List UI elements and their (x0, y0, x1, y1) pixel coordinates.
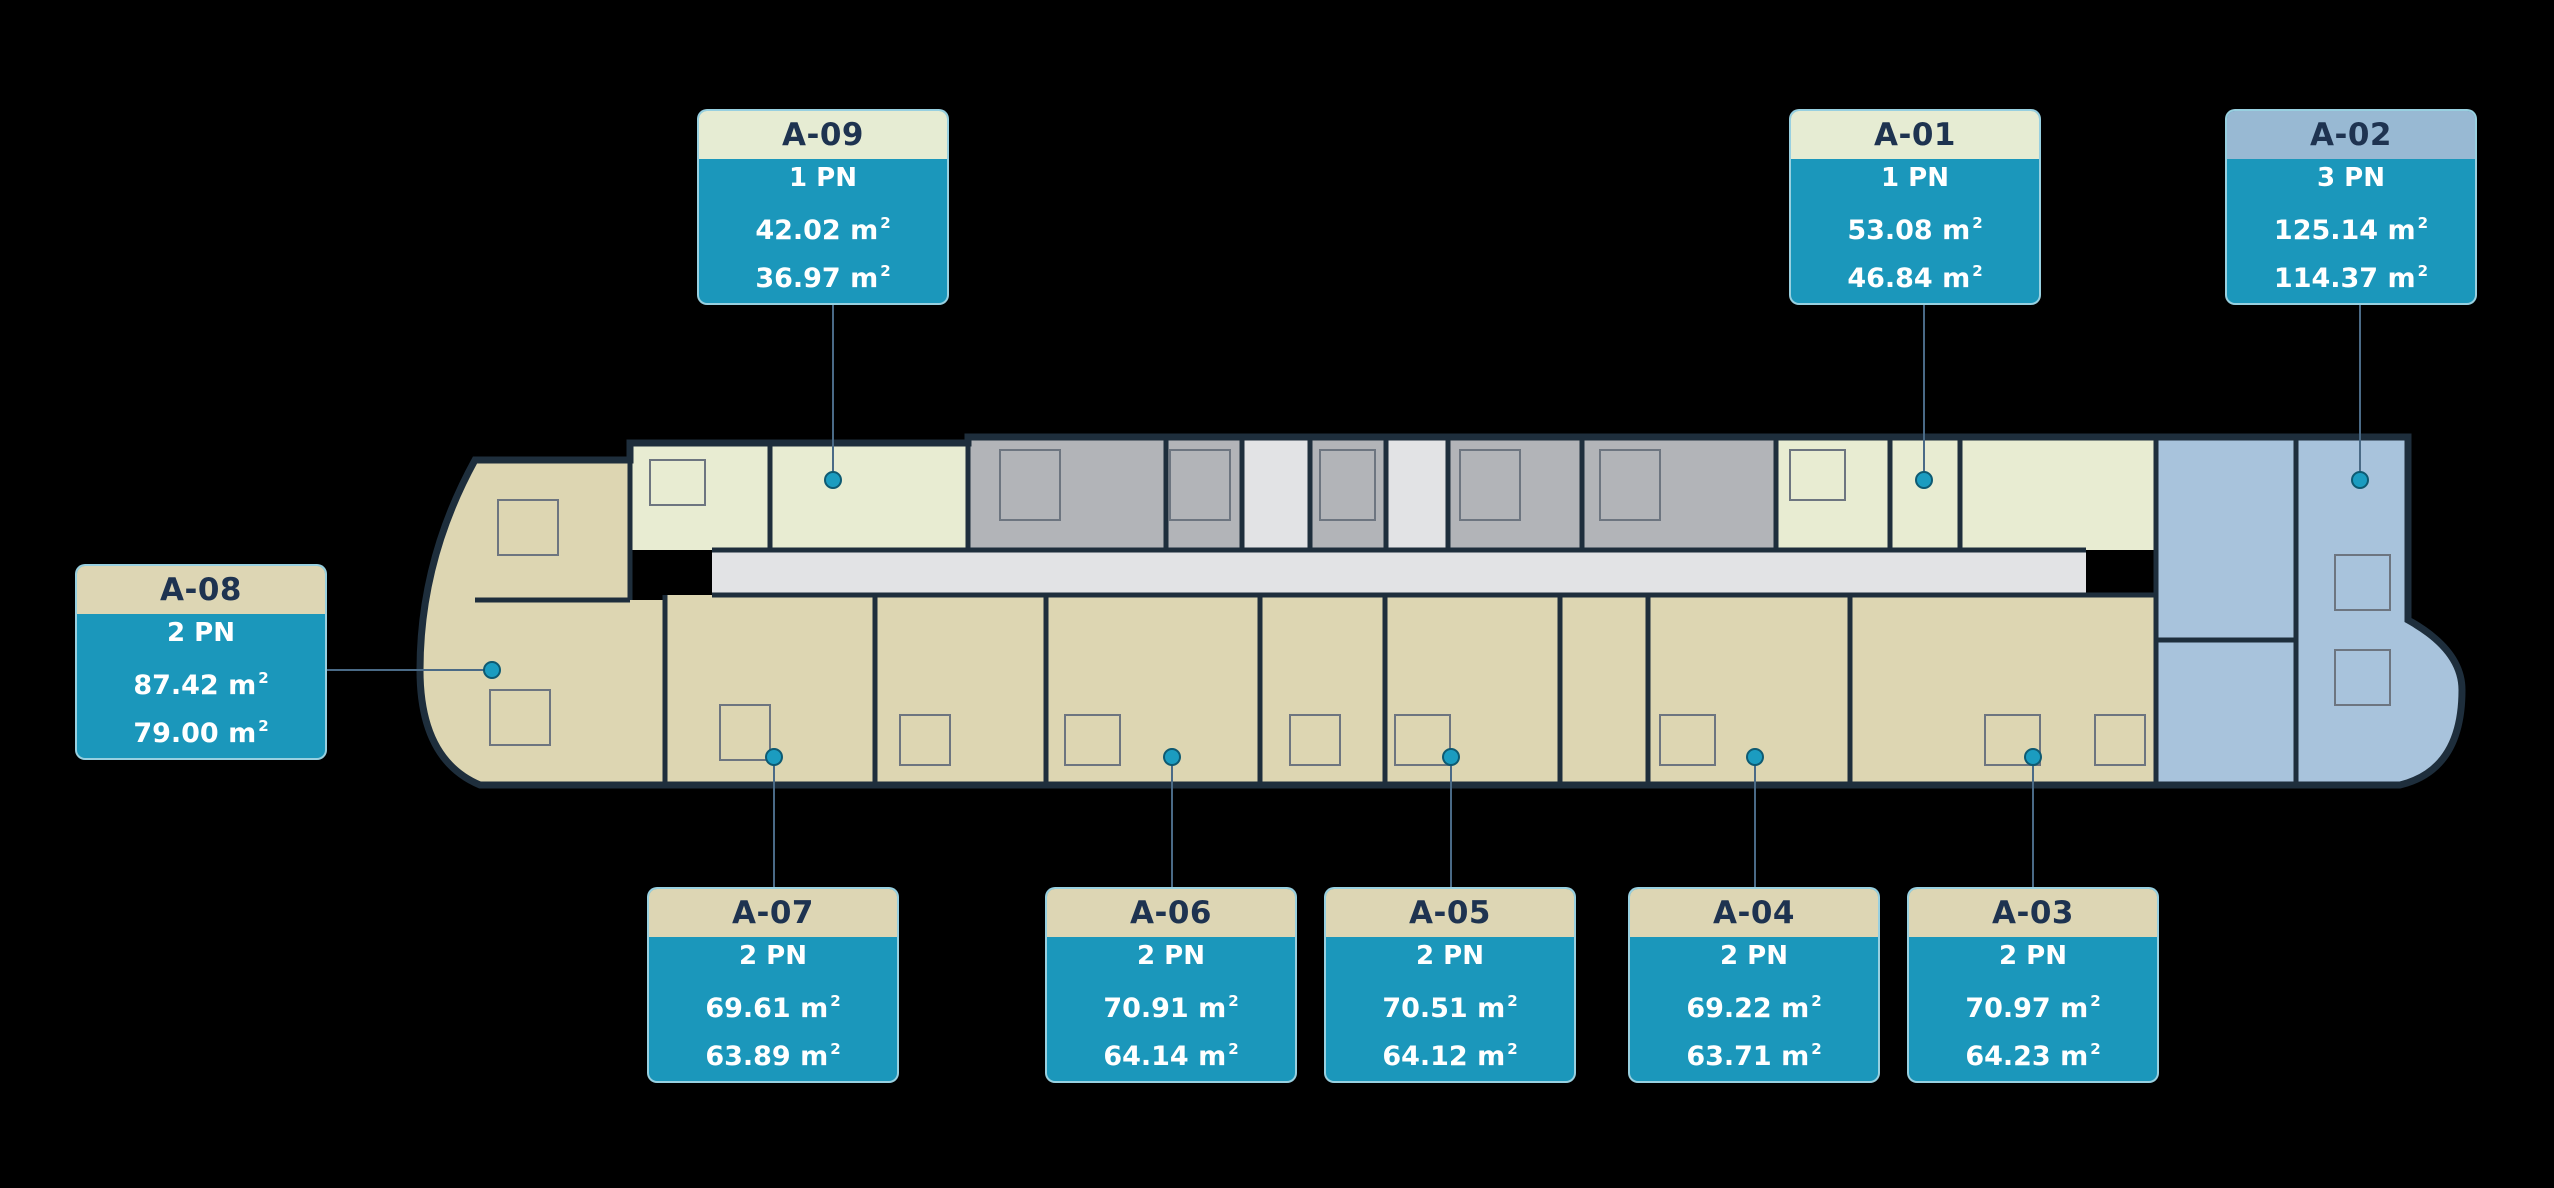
unit-code: A-03 (1909, 889, 2157, 937)
area-unit: 2 (880, 262, 891, 280)
area-unit: 2 (2417, 262, 2429, 280)
area-unit: 2 (1228, 992, 1239, 1010)
gross-area: 87.42 m (133, 670, 257, 701)
area-unit: 2 (258, 717, 269, 735)
unit-code: A-06 (1047, 889, 1295, 937)
net-area: 64.12 m (1382, 1041, 1506, 1072)
area-unit: 2 (2090, 1040, 2101, 1058)
gross-area: 53.08 m (1847, 215, 1971, 246)
net-area: 36.97 m (755, 263, 879, 294)
unit-a08-area (420, 460, 665, 785)
gross-area: 42.02 m (755, 215, 879, 246)
gross-area: 69.22 m (1686, 993, 1810, 1024)
marker-a06 (1163, 748, 1181, 766)
area-unit: 2 (2417, 214, 2429, 232)
area-unit: 2 (1507, 992, 1518, 1010)
area-unit: 2 (1811, 1040, 1822, 1058)
unit-code: A-09 (699, 111, 947, 159)
unit-type: 2 PN (1720, 941, 1788, 971)
net-area: 64.14 m (1103, 1041, 1227, 1072)
lift-lobby-2 (1386, 437, 1448, 550)
unit-type: 2 PN (1416, 941, 1484, 971)
area-unit: 2 (258, 669, 269, 687)
area-unit: 2 (880, 214, 891, 232)
marker-a04 (1746, 748, 1764, 766)
unit-a02-area (2156, 437, 2462, 785)
unit-code: A-01 (1791, 111, 2039, 159)
area-unit: 2 (1228, 1040, 1239, 1058)
unit-type: 1 PN (789, 163, 857, 193)
marker-a08 (483, 661, 501, 679)
gross-area: 125.14 m (2273, 215, 2416, 246)
corridor (712, 550, 2086, 595)
marker-a07 (765, 748, 783, 766)
net-area: 63.71 m (1686, 1041, 1810, 1072)
area-unit: 2 (1811, 992, 1822, 1010)
unit-code: A-04 (1630, 889, 1878, 937)
outer-wall (416, 433, 2466, 789)
unit-code: A-02 (2227, 111, 2475, 159)
area-unit: 2 (830, 1040, 841, 1058)
gross-area: 70.97 m (1965, 993, 2089, 1024)
area-unit: 2 (830, 992, 841, 1010)
net-area: 114.37 m (2273, 263, 2416, 294)
unit-type: 2 PN (1137, 941, 1205, 971)
gross-area: 70.51 m (1382, 993, 1506, 1024)
net-area: 64.23 m (1965, 1041, 2089, 1072)
marker-a01 (1915, 471, 1933, 489)
unit-type: 1 PN (1881, 163, 1949, 193)
marker-a05 (1442, 748, 1460, 766)
net-area: 63.89 m (705, 1041, 829, 1072)
unit-row-south (665, 595, 2157, 785)
core-area (968, 437, 1776, 550)
unit-type: 2 PN (1999, 941, 2067, 971)
unit-a01-area (1776, 437, 2156, 550)
unit-type: 2 PN (167, 618, 235, 648)
unit-code: A-05 (1326, 889, 1574, 937)
marker-a02 (2351, 471, 2369, 489)
area-unit: 2 (1972, 214, 1983, 232)
marker-a03 (2024, 748, 2042, 766)
area-unit: 2 (1972, 262, 1983, 280)
unit-code: A-07 (649, 889, 897, 937)
net-area: 46.84 m (1847, 263, 1971, 294)
area-unit: 2 (2090, 992, 2101, 1010)
gross-area: 69.61 m (705, 993, 829, 1024)
gross-area: 70.91 m (1103, 993, 1227, 1024)
area-unit: 2 (1507, 1040, 1518, 1058)
unit-type: 2 PN (739, 941, 807, 971)
net-area: 79.00 m (133, 718, 257, 749)
unit-type: 3 PN (2317, 163, 2385, 193)
lift-lobby (1242, 437, 1310, 550)
marker-a09 (824, 471, 842, 489)
unit-code: A-08 (77, 566, 325, 614)
